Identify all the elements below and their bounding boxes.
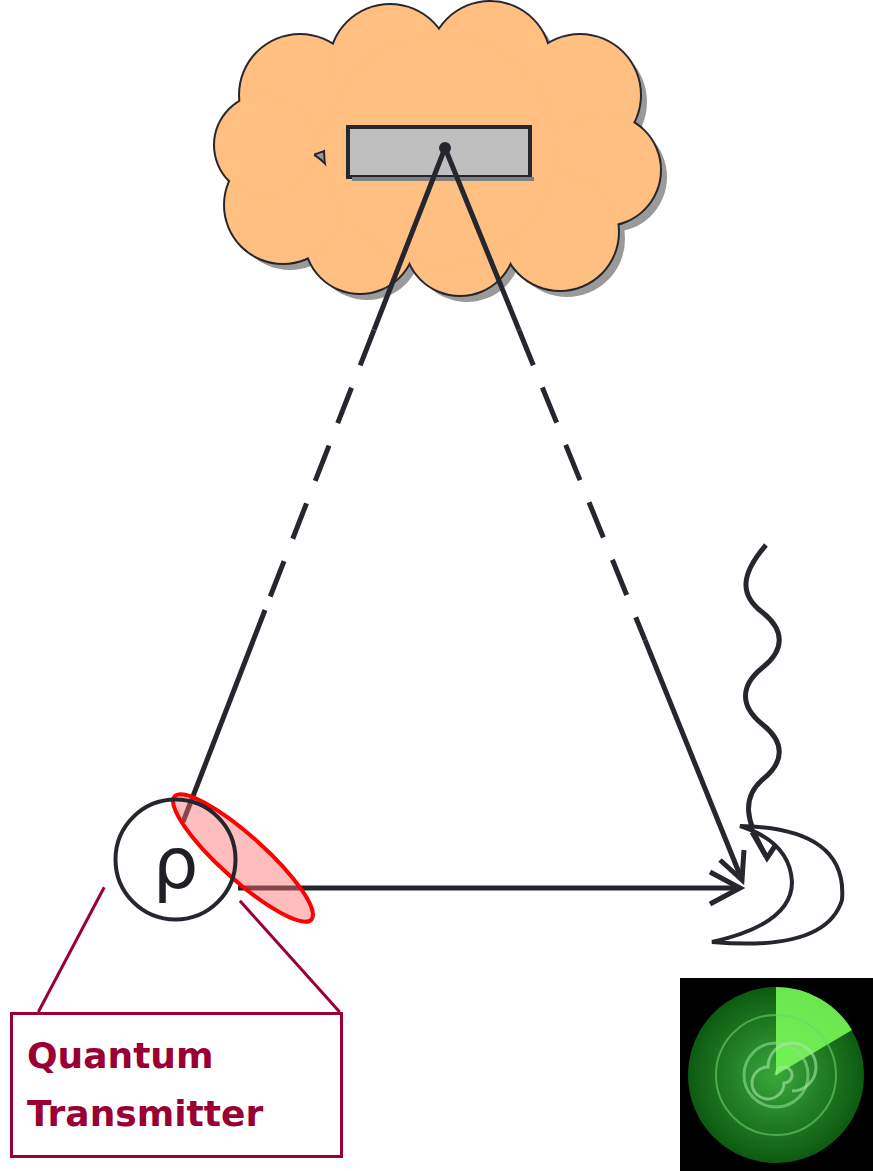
target-dot [439,142,451,154]
source-circle: ρ [113,797,238,922]
leader-line [38,887,104,1012]
target-shadow [352,177,534,181]
transmitter-label: Quantum Transmitter [27,1027,326,1143]
leader-line [240,901,340,1012]
beam-lines [183,148,744,904]
circle-outline [116,800,236,920]
noise-wave [746,545,780,856]
detector [712,826,842,944]
radar-image [680,978,873,1171]
cloud-outline [213,0,662,297]
state-symbol: ρ [153,827,199,899]
transmitter-box: Quantum Transmitter [10,1012,343,1158]
cloud [215,2,660,295]
